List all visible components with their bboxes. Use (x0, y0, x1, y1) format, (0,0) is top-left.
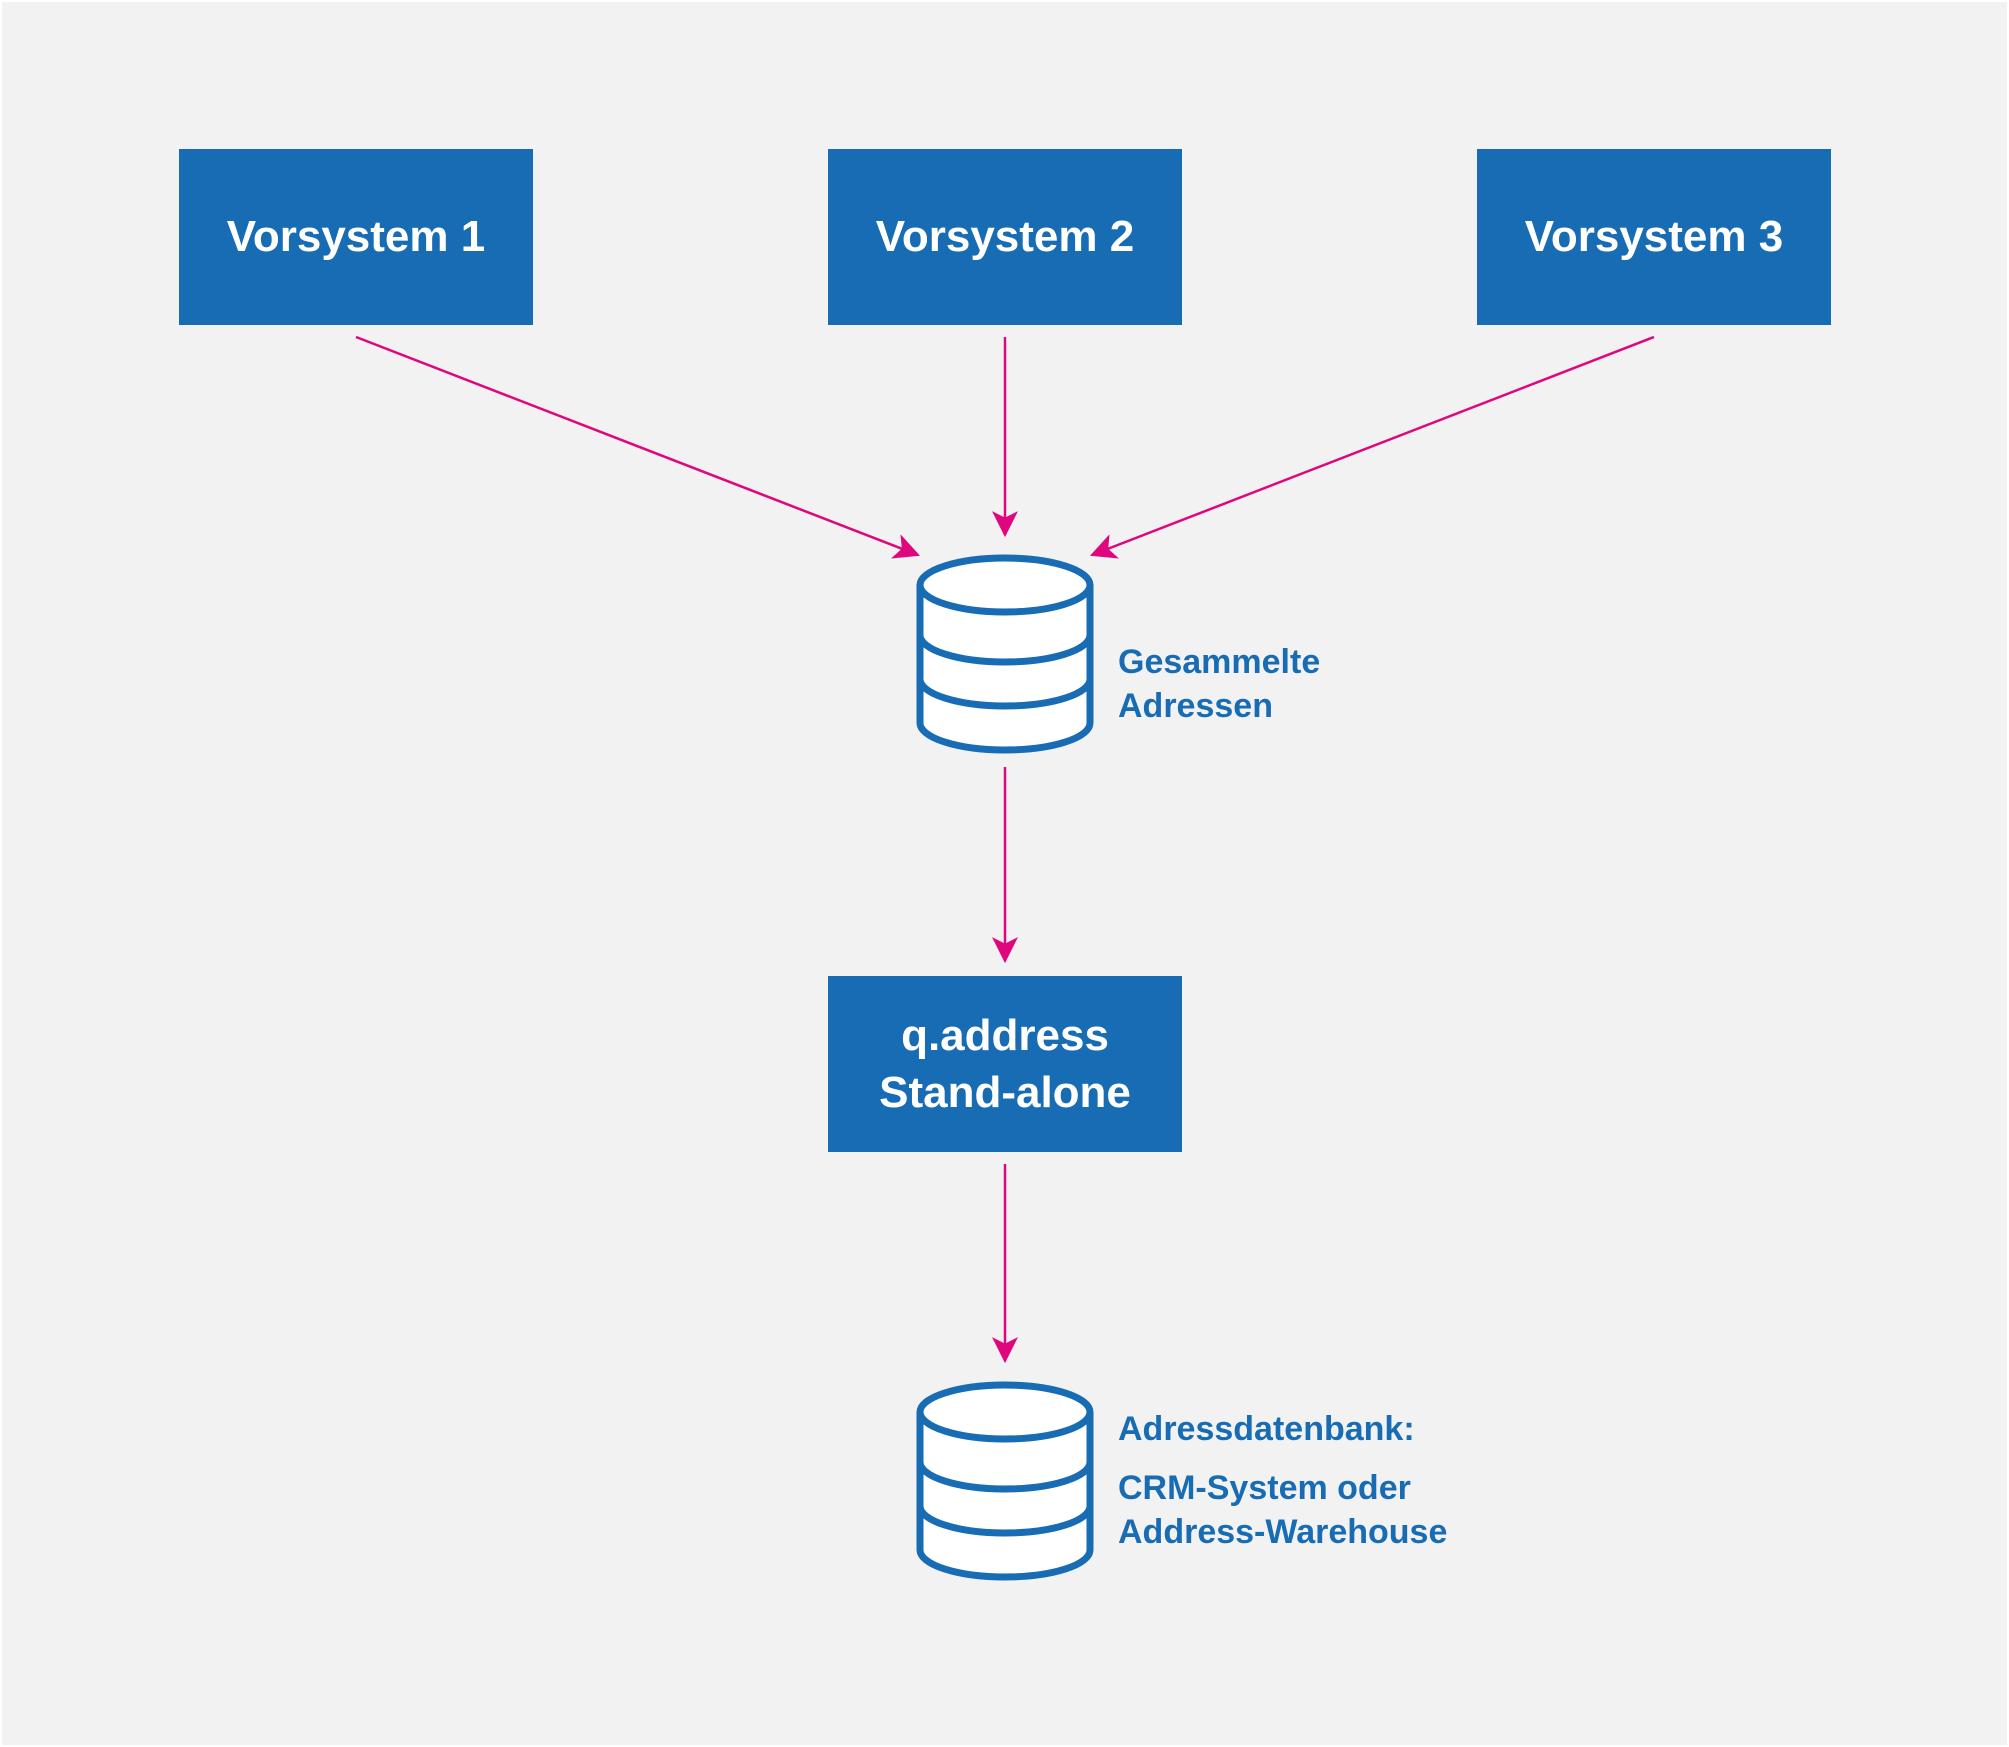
address-database-subtitle-line1: CRM-System oder (1118, 1469, 1411, 1507)
arrow-source3-to-collected (1089, 335, 1655, 559)
collected-addresses-label: Gesammelte Adressen (1118, 640, 1320, 728)
qaddress-label-line2: Stand-alone (879, 1068, 1131, 1117)
source-system-1-label: Vorsystem 1 (226, 212, 486, 262)
qaddress-label-line1: q.address (901, 1010, 1109, 1060)
collected-addresses-label-line2: Adressen (1118, 687, 1273, 725)
database-icon (916, 554, 1094, 754)
address-database-subtitle-line2: Address-Warehouse (1118, 1513, 1448, 1551)
arrow-source1-to-collected (355, 335, 921, 559)
source-system-3-label: Vorsystem 3 (1524, 212, 1784, 262)
address-database-title: Adressdatenbank: (1118, 1410, 1415, 1448)
qaddress-standalone-box: q.address Stand-alone (828, 976, 1182, 1152)
database-icon (916, 1381, 1094, 1581)
source-system-2-label: Vorsystem 2 (875, 212, 1135, 262)
address-database-subtitle: CRM-System oder Address-Warehouse (1118, 1466, 1447, 1554)
source-system-1-box: Vorsystem 1 (179, 149, 533, 325)
source-system-2-box: Vorsystem 2 (828, 149, 1182, 325)
collected-addresses-label-line1: Gesammelte (1118, 643, 1321, 681)
source-system-3-box: Vorsystem 3 (1477, 149, 1831, 325)
